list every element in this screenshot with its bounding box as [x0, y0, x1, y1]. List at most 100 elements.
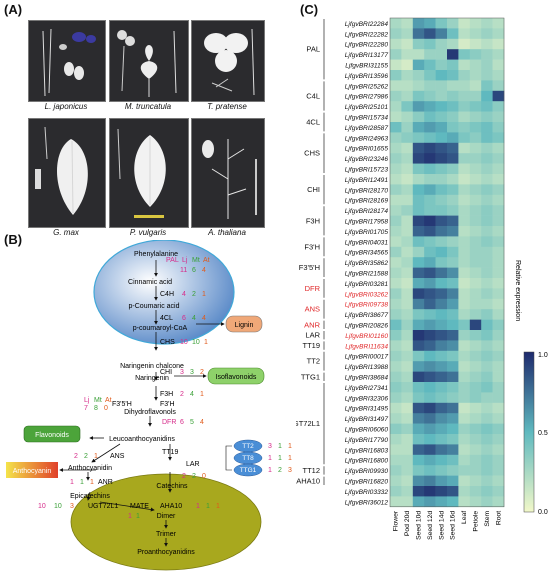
count-at: 1 — [90, 479, 94, 486]
heatmap-cell — [492, 38, 505, 50]
heatmap-cell — [390, 454, 402, 466]
heatmap-cell — [435, 142, 448, 154]
heatmap-cell — [435, 174, 448, 185]
heatmap-cell — [424, 59, 436, 71]
heatmap-cell — [447, 371, 459, 383]
heatmap-cell — [492, 402, 505, 414]
heatmap-cell — [492, 142, 505, 154]
count-mt: 4 — [192, 315, 196, 322]
heatmap-cell — [469, 288, 482, 300]
enzyme-f3h: F3H 2 4 1 — [160, 391, 204, 398]
heatmap-cell — [401, 205, 414, 216]
heatmap-cell — [390, 319, 402, 331]
enzyme-chi: CHI 3 3 2 — [160, 369, 204, 376]
row-label: LjfgvBRI28587 — [345, 125, 389, 132]
heatmap-cell — [401, 413, 414, 424]
heatmap-cell — [435, 28, 448, 40]
row-label: LjfgvBRI28170 — [345, 187, 389, 194]
heatmap-cell — [401, 423, 414, 435]
heatmap-cell — [469, 59, 482, 71]
group-label: F3H — [306, 216, 320, 225]
row-label: LjfgvBRI25262 — [345, 83, 389, 90]
tf-tt8-label: TT8 — [242, 455, 254, 462]
heatmap-cell — [401, 111, 414, 123]
count-at: 0 — [104, 405, 108, 412]
heatmap-cell — [401, 267, 414, 279]
heatmap-cell — [390, 38, 402, 50]
heatmap-cell — [435, 465, 448, 476]
heatmap-cell — [458, 257, 471, 268]
heatmap-cell — [447, 18, 459, 29]
heatmap-cell — [481, 278, 493, 289]
count-at: 2 — [200, 369, 204, 376]
heatmap-cell — [412, 153, 425, 164]
row-label: LjfgvBRI24963 — [345, 135, 389, 142]
heatmap-cell — [458, 205, 471, 216]
heatmap-cell — [401, 80, 414, 92]
count-at: 1 — [216, 503, 220, 510]
heatmap-cell — [481, 70, 493, 81]
row-label: LjfgvBRI16800 — [345, 458, 389, 465]
heatmap-cell — [492, 132, 505, 144]
heatmap-cell — [492, 101, 505, 112]
isoflavonoids-label: Isoflavonoids — [216, 374, 257, 381]
heatmap-cell — [390, 496, 402, 508]
expression-heatmap: PALC4L4CLCHSCHIF3HF3'HF3'5'HDFRANSANRLAR… — [296, 17, 548, 540]
heatmap-cell — [412, 28, 425, 40]
row-label: LjfgvBRI13596 — [345, 73, 389, 80]
heatmap-cell — [435, 361, 448, 372]
heatmap-cell — [401, 475, 414, 487]
row-label: LjfgvBRI15734 — [345, 115, 389, 122]
heatmap-cell — [458, 382, 471, 393]
heatmap-cell — [435, 434, 448, 445]
heatmap-cell — [390, 153, 402, 164]
heatmap-cell — [424, 298, 436, 310]
heatmap-cell — [458, 392, 471, 404]
heatmap-cell — [435, 298, 448, 310]
group-label: CHS — [304, 149, 320, 158]
heatmap-cell — [435, 319, 448, 331]
heatmap-cell — [390, 70, 402, 81]
count-mt: 1 — [80, 479, 84, 486]
heatmap-cell — [435, 350, 448, 362]
heatmap-cell — [481, 236, 493, 248]
heatmap-cell — [458, 226, 471, 237]
heatmap-cell — [435, 288, 448, 300]
heatmap-cell — [412, 18, 425, 29]
heatmap-cell — [390, 361, 402, 372]
heatmap-cell — [424, 205, 436, 216]
heatmap-cell — [447, 423, 459, 435]
heatmap-cell — [458, 122, 471, 133]
heatmap-cell — [401, 361, 414, 372]
heatmap-cell — [424, 142, 436, 154]
heatmap-cell — [492, 163, 505, 175]
heatmap-cell — [492, 90, 505, 102]
enzyme-name: CHS — [160, 339, 175, 346]
heatmap-cell — [469, 402, 482, 414]
column-label: Root — [495, 511, 502, 525]
heatmap-cell — [492, 49, 505, 60]
count-lj: 10 — [180, 339, 188, 346]
row-label: LjfgvBRI03281 — [345, 281, 389, 288]
heatmap-cell — [481, 257, 493, 268]
heatmap-cell — [412, 402, 425, 414]
heatmap-cell — [447, 70, 459, 81]
caption-p-vulgaris: P. vulgaris — [129, 228, 167, 237]
heatmap-cell — [447, 278, 459, 289]
heatmap-cell — [424, 80, 436, 92]
heatmap-cell — [469, 330, 482, 341]
heatmap-cell — [469, 142, 482, 154]
panel-label-c: (C) — [300, 2, 319, 17]
heatmap-cell — [435, 101, 448, 112]
heatmap-cell — [401, 382, 414, 393]
count-lj: 2 — [74, 453, 78, 460]
heatmap-cell — [458, 246, 471, 258]
group-label: C4L — [306, 92, 320, 101]
heatmap-cell — [458, 142, 471, 154]
heatmap-cell — [492, 475, 505, 487]
heatmap-cell — [447, 153, 459, 164]
heatmap-cell — [469, 132, 482, 144]
node-anthocyanidin: Anthocyanidin — [68, 465, 112, 472]
group-label: 4CL — [306, 118, 320, 127]
heatmap-cell — [435, 330, 448, 341]
